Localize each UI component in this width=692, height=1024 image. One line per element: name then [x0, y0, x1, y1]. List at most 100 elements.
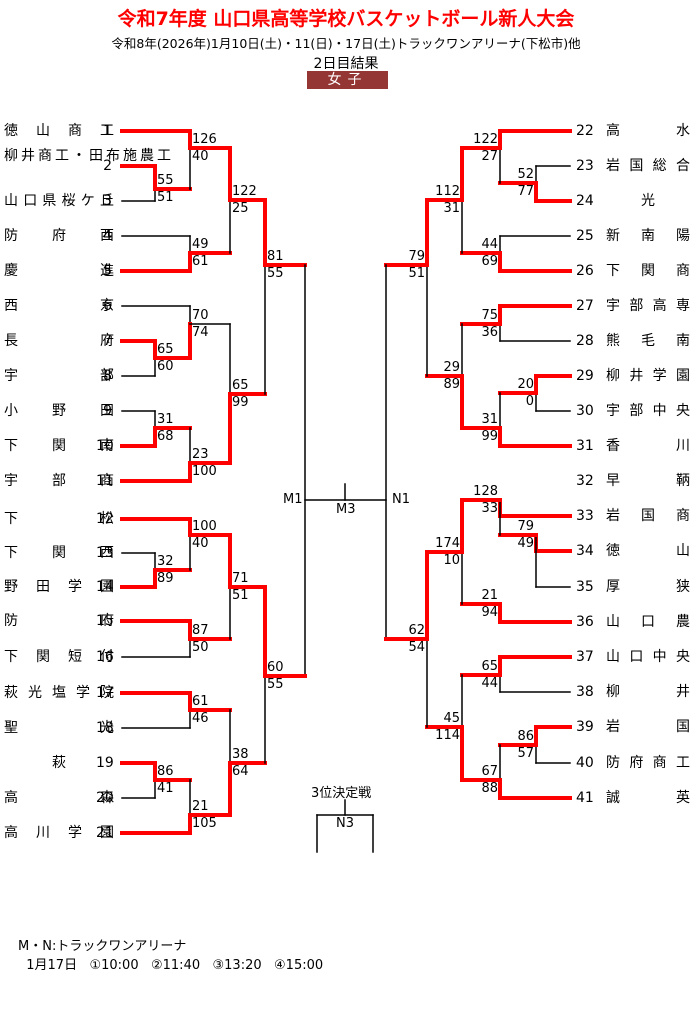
team-number: 5: [103, 263, 112, 279]
team-number: 41: [576, 790, 594, 806]
score-label: 41: [157, 781, 174, 796]
team-number: 27: [576, 298, 594, 314]
score-label: 74: [192, 325, 209, 340]
score-label: 31: [481, 412, 498, 427]
team-name: 徳山: [606, 543, 690, 559]
score-label: 71: [232, 571, 249, 586]
score-label: 38: [232, 747, 249, 762]
team-name: 防府: [4, 613, 114, 629]
team-number: 30: [576, 403, 594, 419]
score-label: 49: [192, 237, 209, 252]
team-name: 香川: [606, 438, 690, 454]
team-number: 33: [576, 508, 594, 524]
score-label: 44: [481, 676, 498, 691]
score-label: 61: [192, 694, 209, 709]
team-number: 39: [576, 719, 594, 735]
score-label: 67: [481, 764, 498, 779]
team-name: 厚狭: [606, 579, 690, 595]
team-name: 下松: [4, 511, 114, 527]
team-name: 柳井学園: [606, 368, 690, 384]
score-label: 86: [517, 729, 534, 744]
team-name: 高森: [4, 790, 114, 806]
score-label: 46: [192, 711, 209, 726]
score-label: 57: [517, 746, 534, 761]
team-number: 19: [96, 755, 114, 771]
team-name: 岩国商: [606, 508, 690, 524]
team-name: 宇部中央: [606, 403, 690, 419]
team-name: 早鞆: [606, 473, 690, 489]
score-label: 21: [192, 799, 209, 814]
score-label: 99: [232, 395, 249, 410]
score-label: 126: [192, 132, 217, 147]
score-label: 10: [443, 553, 460, 568]
team-name: 山口中央: [606, 649, 690, 665]
score-label: 89: [157, 571, 174, 586]
score-label: 40: [192, 536, 209, 551]
score-label: 114: [435, 728, 460, 743]
score-label: 0: [525, 394, 534, 409]
team-name: 光: [641, 193, 655, 209]
team-name: 山口農: [606, 614, 690, 630]
team-number: 10: [96, 438, 114, 454]
team-number: 37: [576, 649, 594, 665]
score-label: 94: [481, 605, 498, 620]
score-label: 122: [473, 132, 498, 147]
m3-label: M3: [336, 502, 356, 517]
score-label: 51: [408, 266, 425, 281]
score-label: 40: [192, 149, 209, 164]
team-number: 20: [96, 790, 114, 806]
team-number: 26: [576, 263, 594, 279]
team-number: 13: [96, 545, 114, 561]
score-label: 20: [517, 377, 534, 392]
score-label: 65: [157, 342, 174, 357]
score-label: 51: [232, 588, 249, 603]
score-label: 105: [192, 816, 217, 831]
score-label: 55: [267, 677, 284, 692]
score-label: 45: [443, 711, 460, 726]
day-label: 2日目結果: [313, 56, 379, 72]
m1-label: M1: [283, 492, 303, 507]
team-number: 8: [103, 368, 112, 384]
team-number: 38: [576, 684, 594, 700]
team-number: 32: [576, 473, 594, 489]
score-label: 100: [192, 519, 217, 534]
team-name: 山口県桜ケ丘: [4, 193, 114, 209]
team-number: 34: [576, 543, 594, 559]
team-name: 岩国: [606, 719, 690, 735]
score-label: 60: [157, 359, 174, 374]
team-number: 4: [103, 228, 112, 244]
footer-venue: M・N:トラックワンアリーナ 1月17日 ①10:00 ②11:40 ③13:2…: [18, 937, 323, 975]
team-number: 25: [576, 228, 594, 244]
team-row: 39 岩国: [576, 717, 690, 737]
team-name: 宇部: [4, 368, 114, 384]
score-label: 75: [481, 308, 498, 323]
score-label: 60: [267, 660, 284, 675]
team-number: 21: [96, 825, 114, 841]
team-row: 32 早鞆: [576, 471, 690, 491]
score-label: 87: [192, 623, 209, 638]
score-label: 62: [408, 623, 425, 638]
score-label: 79: [517, 519, 534, 534]
footer-schedule-line: 1月17日 ①10:00 ②11:40 ③13:20 ④15:00: [18, 958, 324, 973]
team-name: 柳井: [606, 684, 690, 700]
